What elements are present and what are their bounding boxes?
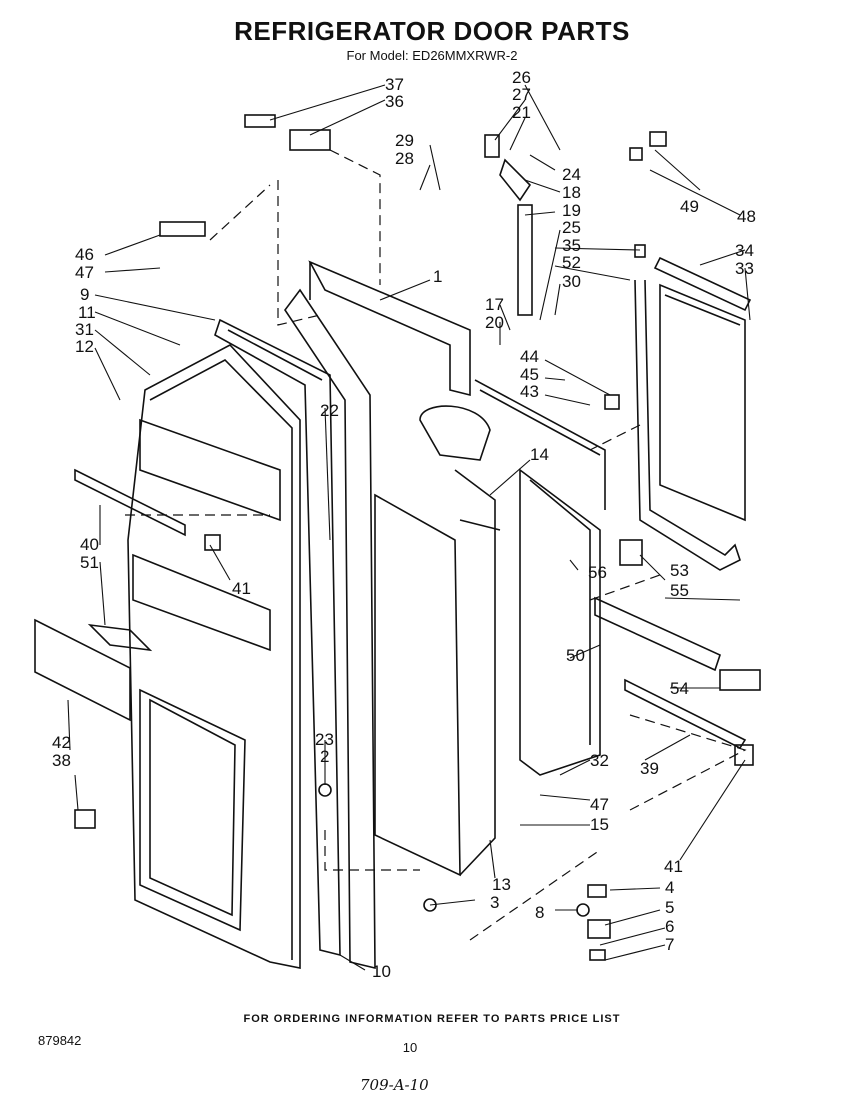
callout-9: 9 xyxy=(80,285,89,304)
freezer-door-liner xyxy=(127,344,301,969)
callout-12: 12 xyxy=(75,337,94,356)
callout-47-top: 47 xyxy=(75,263,94,282)
callout-55: 55 xyxy=(670,581,689,600)
callout-10: 10 xyxy=(372,962,391,981)
dashed-guide-lines xyxy=(125,149,747,941)
callout-20: 20 xyxy=(485,313,504,332)
page-number: 10 xyxy=(402,1040,418,1055)
dispenser-cover xyxy=(34,618,153,722)
callout-5: 5 xyxy=(665,898,674,917)
callout-22: 22 xyxy=(320,401,339,420)
callout-31: 31 xyxy=(75,320,94,339)
callout-43: 43 xyxy=(520,382,539,401)
callout-17: 17 xyxy=(485,295,504,314)
model-subtitle: For Model: ED26MMXRWR-2 xyxy=(346,48,518,63)
callout-47-bottom: 47 xyxy=(590,795,609,814)
callout-25: 25 xyxy=(562,218,581,237)
callout-29: 29 xyxy=(395,131,414,150)
callout-33: 33 xyxy=(735,259,754,278)
callout-41-left: 41 xyxy=(232,579,251,598)
freezer-door-panel xyxy=(284,260,471,970)
callout-6: 6 xyxy=(665,917,674,936)
callout-1: 1 xyxy=(433,267,442,286)
callout-leader-lines xyxy=(67,84,751,971)
callout-11: 11 xyxy=(78,303,96,322)
callout-56: 56 xyxy=(588,563,607,582)
fresh-food-door-liner xyxy=(519,468,601,776)
callout-37: 37 xyxy=(385,75,404,94)
callout-labels: 37 36 29 28 26 27 21 24 18 19 25 35 52 3… xyxy=(52,68,756,981)
callout-8: 8 xyxy=(535,903,544,922)
freezer-door-gasket xyxy=(214,318,341,957)
callout-41-right: 41 xyxy=(664,857,683,876)
callout-54: 54 xyxy=(670,679,689,698)
callout-32: 32 xyxy=(590,751,609,770)
callout-39: 39 xyxy=(640,759,659,778)
callout-7: 7 xyxy=(665,935,674,954)
callout-36: 36 xyxy=(385,92,404,111)
handwritten-note: 709-A-10 xyxy=(360,1076,429,1094)
callout-30: 30 xyxy=(562,272,581,291)
page-title: REFRIGERATOR DOOR PARTS xyxy=(234,16,630,46)
part-number: 879842 xyxy=(38,1033,82,1048)
callout-53: 53 xyxy=(670,561,689,580)
callout-49: 49 xyxy=(680,197,699,216)
door-handle-panel xyxy=(634,279,746,571)
small-hardware-parts xyxy=(74,114,761,961)
callout-2: 2 xyxy=(320,747,329,766)
callout-50: 50 xyxy=(566,646,585,665)
callout-48: 48 xyxy=(737,207,756,226)
callout-13: 13 xyxy=(492,875,511,894)
ordering-info-footer: FOR ORDERING INFORMATION REFER TO PARTS … xyxy=(243,1013,621,1025)
callout-4: 4 xyxy=(665,878,674,897)
callout-26: 26 xyxy=(512,68,531,87)
callout-45: 45 xyxy=(520,365,539,384)
callout-35: 35 xyxy=(562,236,581,255)
callout-28: 28 xyxy=(395,149,414,168)
callout-15: 15 xyxy=(590,815,609,834)
callout-51: 51 xyxy=(80,553,99,572)
callout-44: 44 xyxy=(520,347,539,366)
door-rails xyxy=(74,256,752,750)
callout-24: 24 xyxy=(562,165,581,184)
callout-23: 23 xyxy=(315,730,334,749)
callout-42: 42 xyxy=(52,733,71,752)
callout-52: 52 xyxy=(562,253,581,272)
callout-14: 14 xyxy=(530,445,549,464)
callout-3: 3 xyxy=(490,893,499,912)
callout-46: 46 xyxy=(75,245,94,264)
callout-38: 38 xyxy=(52,751,71,770)
callout-34: 34 xyxy=(735,241,754,260)
callout-18: 18 xyxy=(562,183,581,202)
callout-21: 21 xyxy=(512,103,531,122)
callout-40: 40 xyxy=(80,535,99,554)
fresh-food-door-panel xyxy=(374,379,606,877)
callout-27: 27 xyxy=(512,85,531,104)
callout-19: 19 xyxy=(562,201,581,220)
